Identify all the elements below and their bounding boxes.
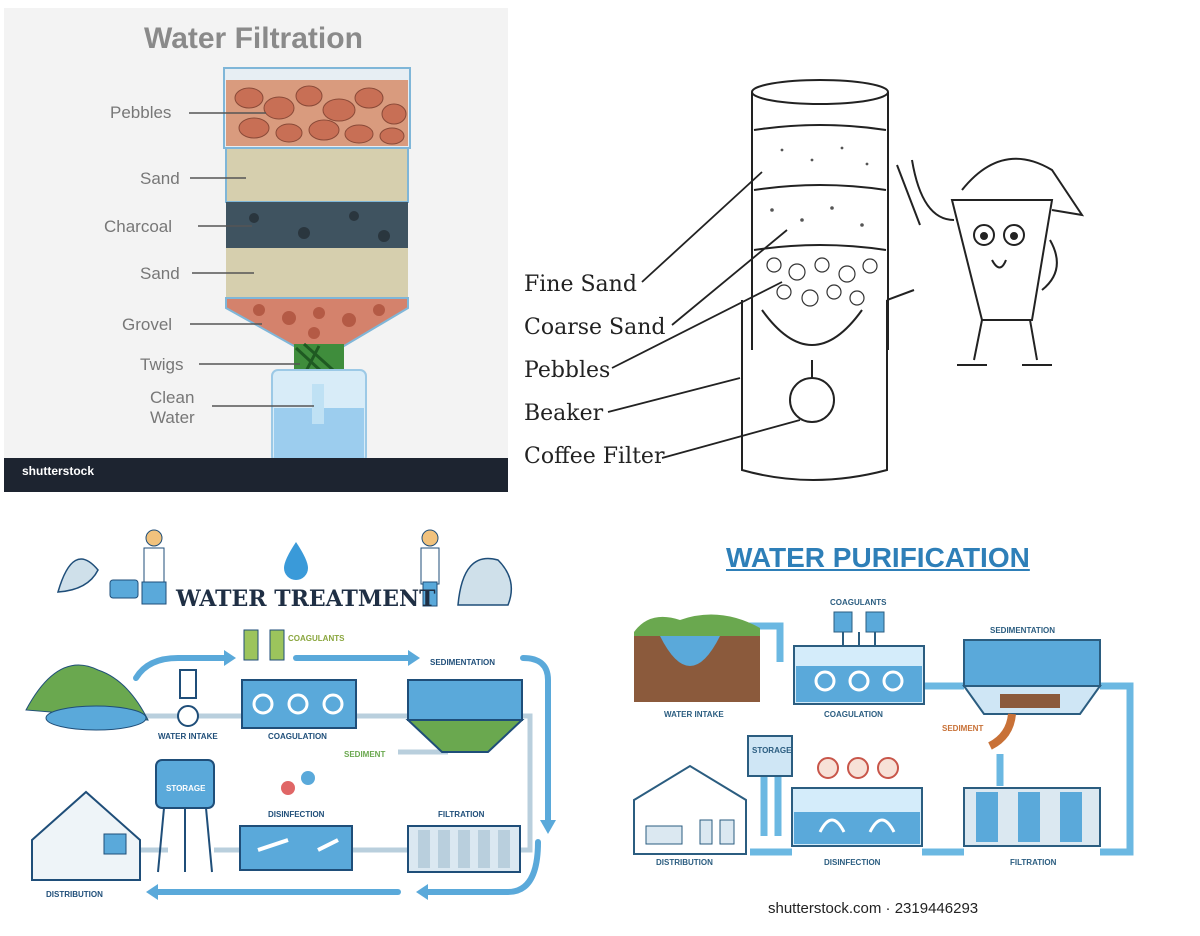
- p-distribution: DISTRIBUTION: [656, 858, 713, 867]
- label-water: Water: [150, 408, 195, 427]
- t-disinfection: DISINFECTION: [268, 810, 325, 819]
- p-coagulation: COAGULATION: [824, 710, 883, 719]
- label-twigs: Twigs: [140, 355, 184, 374]
- panel3-title: WATER TREATMENT: [176, 586, 436, 612]
- t-water-intake: WATER INTAKE: [158, 732, 218, 741]
- panel4-title: WATER PURIFICATION: [726, 542, 1030, 573]
- label-beaker: Beaker: [524, 401, 604, 426]
- t-filtration: FILTRATION: [438, 810, 485, 819]
- footer-brand: shutterstock: [22, 464, 95, 478]
- t-sedimentation: SEDIMENTATION: [430, 658, 496, 667]
- label-sand-top: Sand: [140, 169, 180, 188]
- label-pebbles-sketch: Pebbles: [524, 358, 611, 383]
- p-sedimentation: SEDIMENTATION: [990, 626, 1056, 635]
- panel1-title: Water Filtration: [144, 22, 363, 55]
- panel-sketch-filter: Fine Sand Coarse Sand Pebbles Beaker Cof…: [512, 60, 1104, 492]
- label-coarse-sand: Coarse Sand: [524, 315, 666, 340]
- t-sediment: SEDIMENT: [344, 750, 386, 759]
- panel-water-treatment: WATER TREATMENT COAGULANTS SEDIMENTATION…: [18, 520, 578, 920]
- t-coagulation: COAGULATION: [268, 732, 327, 741]
- panel-water-purification: WATER PURIFICATION COAGULANTS SEDIMENTAT…: [620, 536, 1180, 920]
- p-sediment: SEDIMENT: [942, 724, 984, 733]
- p-storage: STORAGE: [752, 746, 792, 755]
- label-sand-bottom: Sand: [140, 264, 180, 283]
- label-pebbles: Pebbles: [110, 103, 172, 122]
- t-distribution: DISTRIBUTION: [46, 890, 103, 899]
- label-charcoal: Charcoal: [104, 217, 173, 236]
- water-purification-illustration: [633, 611, 1134, 856]
- panel-water-filtration: Water Filtration Pebbles Sand Charcoal S…: [4, 8, 508, 492]
- p-coagulants: COAGULANTS: [830, 598, 887, 607]
- p-credit: shutterstock.com · 2319446293: [768, 900, 979, 917]
- label-fine-sand: Fine Sand: [524, 272, 637, 297]
- p-filtration: FILTRATION: [1010, 858, 1057, 867]
- p-water-intake: WATER INTAKE: [664, 710, 724, 719]
- label-grovel: Grovel: [122, 315, 173, 334]
- p-disinfection: DISINFECTION: [824, 858, 881, 867]
- label-clean: Clean: [150, 388, 195, 407]
- stock-footer-bar: [4, 458, 508, 492]
- water-treatment-illustration: [25, 529, 556, 900]
- sketch-filter-illustration: [607, 79, 1085, 481]
- t-storage: STORAGE: [166, 784, 206, 793]
- label-coffee-filter: Coffee Filter: [524, 444, 665, 469]
- t-coagulants: COAGULANTS: [288, 634, 345, 643]
- filtration-bottle-illustration: [4, 67, 508, 492]
